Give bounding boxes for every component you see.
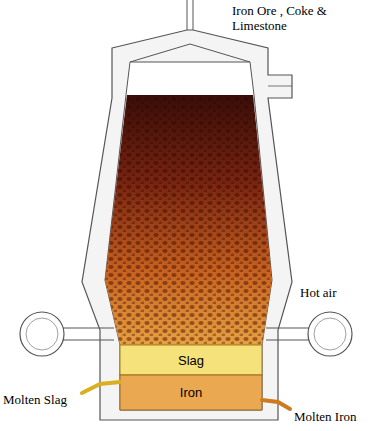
charge-burden (105, 95, 272, 345)
tuyere (266, 328, 309, 329)
slag-layer (120, 345, 262, 375)
iron-layer (120, 375, 262, 410)
feed-pipe (193, 0, 194, 30)
iron-tap (262, 400, 290, 409)
tuyere (63, 328, 114, 329)
furnace-shell (82, 30, 292, 420)
hot-air-pipe (26, 318, 58, 350)
feed-label: Iron Ore , Coke & Limestone (232, 4, 344, 34)
gas-offtake (268, 86, 292, 87)
slag-band: Slag (120, 345, 262, 375)
tuyere (63, 340, 114, 341)
tuyere (266, 340, 309, 341)
hot-air-pipe (20, 312, 64, 356)
furnace-cavity (105, 62, 272, 410)
hopper-cone (130, 44, 250, 62)
iron-outlet-label: Molten Iron (294, 410, 374, 425)
band-label: Iron (180, 385, 202, 400)
hot-air-label: Hot air (300, 286, 370, 301)
slag-tap (82, 382, 120, 393)
charge-texture (105, 95, 272, 345)
iron-band: Iron (120, 375, 262, 410)
hot-air-pipe (314, 318, 346, 350)
hot-air-pipe (308, 312, 352, 356)
hearth (120, 345, 262, 410)
slag-outlet-label: Molten Slag (3, 393, 83, 408)
feed-pipe (187, 0, 188, 30)
band-label: Slag (178, 353, 204, 368)
